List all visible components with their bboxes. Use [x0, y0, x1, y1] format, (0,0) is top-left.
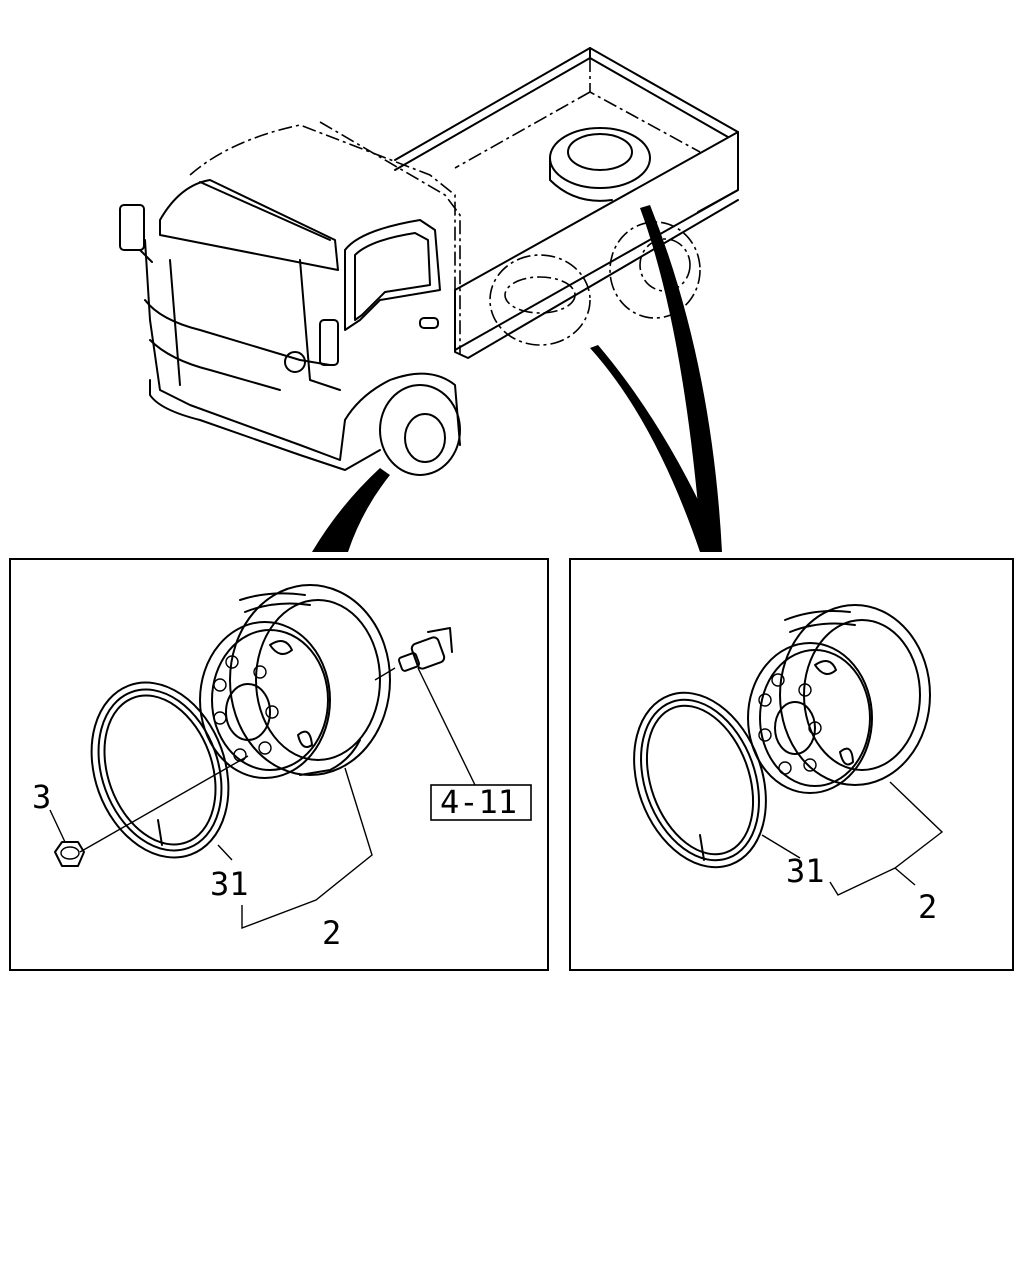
reference-label: 4-11	[440, 783, 517, 821]
truck-illustration	[119, 47, 739, 552]
bracket-left	[241, 767, 373, 930]
label-wheel-left: 2	[322, 914, 341, 952]
right-wheel-disc	[747, 604, 931, 794]
leader-wheel-right	[894, 867, 916, 886]
leader-ring-right	[761, 834, 801, 859]
label-ring-right: 31	[786, 852, 825, 890]
wheel-nut	[54, 841, 85, 867]
pointer-spare-tire	[640, 205, 722, 552]
pointer-front-wheel	[312, 468, 390, 552]
left-side-ring	[90, 681, 230, 859]
leader-nut	[49, 809, 66, 843]
left-detail-panel	[9, 558, 549, 971]
bolt-centerline	[374, 667, 396, 681]
reference-box[interactable]	[430, 784, 532, 821]
label-wheel-right: 2	[918, 888, 937, 926]
cargo-bed	[394, 47, 739, 359]
bracket-right	[829, 781, 944, 896]
hub-bolt	[397, 627, 453, 672]
leader-bolt	[417, 667, 476, 786]
leader-ring-left	[217, 844, 233, 861]
left-centerline	[79, 755, 249, 853]
pointer-rear-wheel	[590, 345, 722, 552]
right-side-ring	[633, 691, 767, 869]
label-nut: 3	[32, 778, 51, 816]
right-detail-panel	[569, 558, 1014, 971]
left-wheel-disc	[199, 584, 391, 779]
label-ring-left: 31	[210, 865, 249, 903]
truck-cab	[119, 121, 701, 476]
